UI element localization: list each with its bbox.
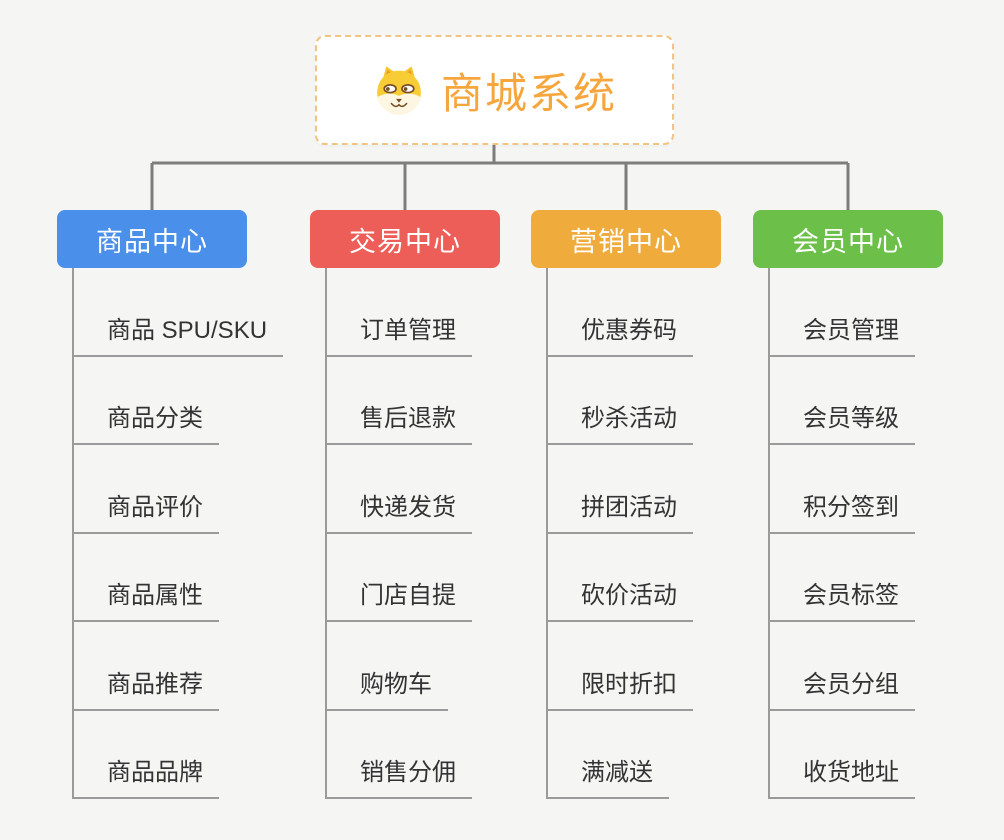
leaf-item: 商品 SPU/SKU	[74, 268, 284, 357]
leaf-item-label[interactable]: 会员标签	[770, 575, 915, 622]
leaf-item: 秒杀活动	[548, 357, 693, 445]
branch-node-label: 会员中心	[792, 226, 904, 257]
leaf-item-label[interactable]: 会员管理	[770, 310, 915, 357]
leaf-item: 会员标签	[770, 534, 915, 622]
leaf-item: 拼团活动	[548, 445, 693, 534]
leaf-item-label[interactable]: 门店自提	[327, 575, 472, 622]
leaf-item: 商品属性	[74, 534, 283, 622]
leaf-item: 优惠券码	[548, 268, 693, 357]
branch-node-label: 交易中心	[349, 226, 461, 257]
leaf-item-label[interactable]: 快递发货	[327, 487, 472, 534]
branch-node-product-center[interactable]: 商品中心	[57, 210, 247, 268]
leaf-item: 会员管理	[770, 268, 915, 357]
trade-center-leaf-column: 订单管理 售后退款 快递发货 门店自提 购物车 销售分佣	[325, 268, 472, 799]
leaf-item-label[interactable]: 商品 SPU/SKU	[74, 310, 284, 357]
leaf-item-label[interactable]: 收货地址	[770, 752, 915, 799]
member-center-leaf-column: 会员管理 会员等级 积分签到 会员标签 会员分组 收货地址	[768, 268, 915, 799]
leaf-item-label[interactable]: 秒杀活动	[548, 398, 693, 445]
leaf-item: 商品分类	[74, 357, 283, 445]
leaf-item: 购物车	[327, 622, 472, 711]
leaf-item-label[interactable]: 商品推荐	[74, 664, 219, 711]
branch-node-label: 商品中心	[96, 226, 208, 257]
leaf-item: 商品品牌	[74, 711, 283, 799]
leaf-item-label[interactable]: 会员等级	[770, 398, 915, 445]
branch-node-trade-center[interactable]: 交易中心	[310, 210, 500, 268]
leaf-item-label[interactable]: 售后退款	[327, 398, 472, 445]
branch-node-member-center[interactable]: 会员中心	[753, 210, 943, 268]
branch-node-label: 营销中心	[570, 226, 682, 257]
leaf-item: 会员等级	[770, 357, 915, 445]
leaf-item: 收货地址	[770, 711, 915, 799]
leaf-item-label[interactable]: 满减送	[548, 752, 669, 799]
leaf-item: 积分签到	[770, 445, 915, 534]
leaf-item: 快递发货	[327, 445, 472, 534]
leaf-item: 门店自提	[327, 534, 472, 622]
marketing-center-leaf-column: 优惠券码 秒杀活动 拼团活动 砍价活动 限时折扣 满减送	[546, 268, 693, 799]
leaf-item: 砍价活动	[548, 534, 693, 622]
leaf-item-label[interactable]: 商品属性	[74, 575, 219, 622]
leaf-item-label[interactable]: 商品品牌	[74, 752, 219, 799]
leaf-item: 满减送	[548, 711, 693, 799]
leaf-item-label[interactable]: 会员分组	[770, 664, 915, 711]
leaf-item-label[interactable]: 订单管理	[327, 310, 472, 357]
leaf-item: 会员分组	[770, 622, 915, 711]
dog-face-icon	[377, 66, 421, 115]
leaf-item-label[interactable]: 销售分佣	[327, 752, 472, 799]
leaf-item: 销售分佣	[327, 711, 472, 799]
leaf-item-label[interactable]: 购物车	[327, 664, 448, 711]
root-topic-label: 商城系统	[440, 69, 617, 117]
branch-node-marketing-center[interactable]: 营销中心	[531, 210, 721, 268]
leaf-item: 售后退款	[327, 357, 472, 445]
leaf-item: 限时折扣	[548, 622, 693, 711]
leaf-item-label[interactable]: 积分签到	[770, 487, 915, 534]
leaf-item-label[interactable]: 砍价活动	[548, 575, 693, 622]
leaf-item: 商品评价	[74, 445, 283, 534]
leaf-item-label[interactable]: 优惠券码	[548, 310, 693, 357]
leaf-item: 订单管理	[327, 268, 472, 357]
leaf-item-label[interactable]: 商品分类	[74, 398, 219, 445]
leaf-item-label[interactable]: 限时折扣	[548, 664, 693, 711]
root-topic[interactable]: 商城系统	[315, 35, 674, 145]
leaf-item-label[interactable]: 拼团活动	[548, 487, 693, 534]
product-center-leaf-column: 商品 SPU/SKU 商品分类 商品评价 商品属性 商品推荐 商品品牌	[72, 268, 284, 799]
leaf-item: 商品推荐	[74, 622, 283, 711]
leaf-item-label[interactable]: 商品评价	[74, 487, 219, 534]
